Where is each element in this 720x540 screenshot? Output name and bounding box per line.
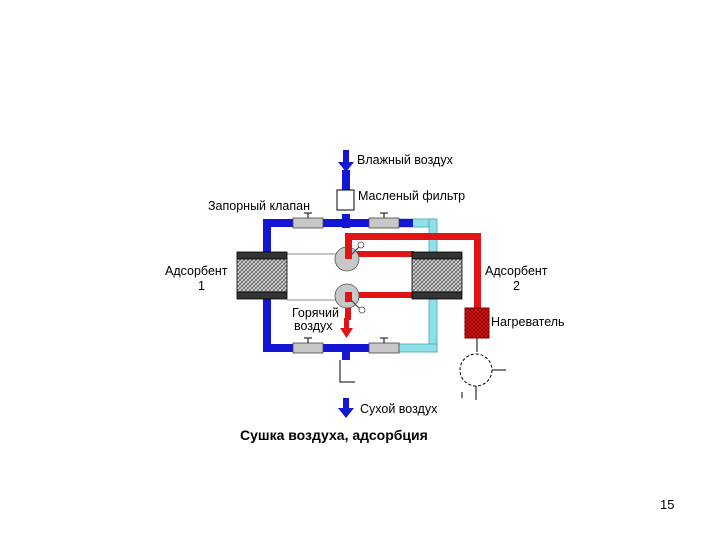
adsorber-1: [236, 251, 288, 300]
wet-air-label: Влажный воздух: [357, 153, 454, 167]
dry-air-label: Сухой воздух: [360, 402, 438, 416]
adsorbent-2-label: Адсорбент: [485, 264, 548, 278]
adsorbent-1-label: Адсорбент: [165, 264, 228, 278]
shutoff-valve-bottom-left: [292, 337, 324, 354]
down-arrow-icon: [338, 150, 354, 172]
outlet-line: [339, 360, 355, 383]
figure-caption: Сушка воздуха, адсорбция: [240, 427, 428, 443]
heater-label: Нагреватель: [491, 315, 565, 329]
fan-icon: [459, 353, 506, 400]
shutoff-valve-label: Запорный клапан: [208, 199, 310, 213]
shutoff-valve-bottom-right: [368, 337, 400, 354]
down-arrow-icon: [340, 318, 353, 338]
shutoff-valve-top-right: [368, 212, 400, 229]
adsorber-2: [411, 251, 463, 300]
hot-air-label: Горячий: [292, 306, 339, 320]
adsorbent-2-number: 2: [513, 279, 520, 293]
oil-filter: [336, 189, 355, 211]
page-number: 15: [660, 497, 674, 512]
hot-air-label-2: воздух: [294, 319, 333, 333]
heater-icon: [464, 307, 490, 339]
down-arrow-icon: [338, 398, 354, 418]
switching-valve-bottom: [334, 283, 366, 314]
shutoff-valve-top-left: [292, 212, 324, 229]
oil-filter-label: Масленый фильтр: [358, 189, 465, 203]
adsorbent-1-number: 1: [198, 279, 205, 293]
switching-valve-top: [334, 241, 365, 272]
